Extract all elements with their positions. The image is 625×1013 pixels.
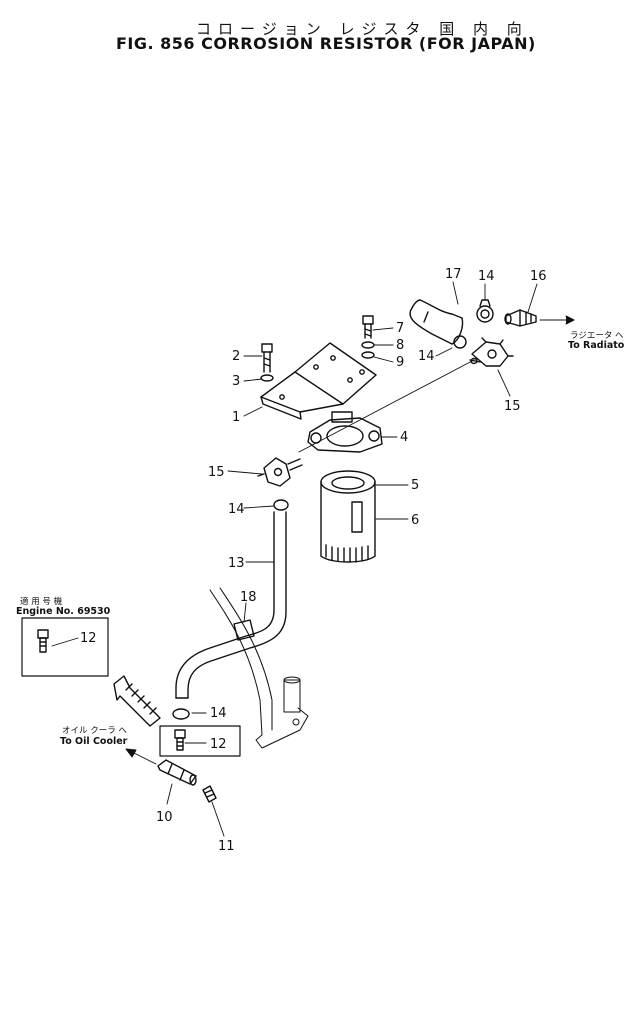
callout-1: 1	[232, 410, 240, 425]
callout-17: 17	[445, 267, 462, 282]
filter-cartridge-part	[320, 470, 376, 563]
connector-part	[174, 729, 186, 751]
hose-clamp-part	[453, 335, 467, 349]
callout-4: 4	[400, 430, 408, 445]
washer-part	[361, 341, 375, 349]
callout-18: 18	[240, 590, 257, 605]
lock-washer-part	[361, 351, 375, 359]
bracket-part	[260, 342, 377, 420]
callout-12-inset: 12	[80, 631, 97, 646]
callout-14-mid: 14	[418, 349, 435, 364]
connector-box	[159, 725, 241, 757]
replacement-arrow	[113, 675, 161, 727]
callout-14-top: 14	[478, 269, 495, 284]
engine-number-note: Engine No. 69530	[16, 606, 111, 617]
hose-clamp-part	[476, 299, 494, 323]
callout-13: 13	[228, 556, 245, 571]
nipple-fitting-part	[504, 309, 537, 327]
valve-part	[469, 337, 514, 367]
engine-tube-part	[209, 587, 309, 749]
valve-part	[257, 457, 303, 487]
washer-part	[260, 374, 274, 382]
callout-10: 10	[156, 810, 173, 825]
callout-2: 2	[232, 349, 240, 364]
engine-number-inset	[21, 617, 109, 677]
union-part	[157, 759, 197, 786]
figure-title: FIG. 856 CORROSION RESISTOR (FOR JAPAN)	[116, 34, 536, 53]
bolt-part	[261, 343, 273, 373]
callout-16: 16	[530, 269, 547, 284]
hose-clamp-part	[172, 708, 190, 720]
callout-7: 7	[396, 321, 404, 336]
plug-part	[202, 785, 217, 803]
radiator-note: To Radiator	[568, 340, 625, 351]
connector-part	[37, 629, 49, 653]
hose-clip-part	[233, 619, 255, 641]
oilcooler-arrowhead	[125, 748, 137, 758]
radiator-arrowhead	[565, 315, 575, 325]
callout-15-left: 15	[208, 465, 225, 480]
radiator-note-japanese: ラジエータ へ	[570, 331, 624, 341]
hose-clamp-part	[273, 499, 289, 511]
callout-3: 3	[232, 374, 240, 389]
oil-cooler-note: To Oil Cooler	[60, 736, 128, 747]
hose-part	[175, 511, 287, 699]
leader-lines	[51, 281, 567, 837]
callout-5: 5	[411, 478, 419, 493]
filter-head-part	[307, 411, 383, 453]
hose-part	[409, 299, 464, 345]
callout-6: 6	[411, 513, 419, 528]
callout-11: 11	[218, 839, 235, 854]
oil-cooler-note-japanese: オイル クーラ へ	[62, 726, 127, 736]
callout-8: 8	[396, 338, 404, 353]
callout-14-left: 14	[228, 502, 245, 517]
callout-9: 9	[396, 355, 404, 370]
bolt-part	[362, 315, 374, 339]
callout-15-right: 15	[504, 399, 521, 414]
engine-note-japanese: 適 用 号 機	[20, 596, 63, 607]
figure-title-japanese: コロージョン レジスタ 国 内 向	[196, 20, 529, 38]
callout-12-box: 12	[210, 737, 227, 752]
callout-14-low: 14	[210, 706, 227, 721]
